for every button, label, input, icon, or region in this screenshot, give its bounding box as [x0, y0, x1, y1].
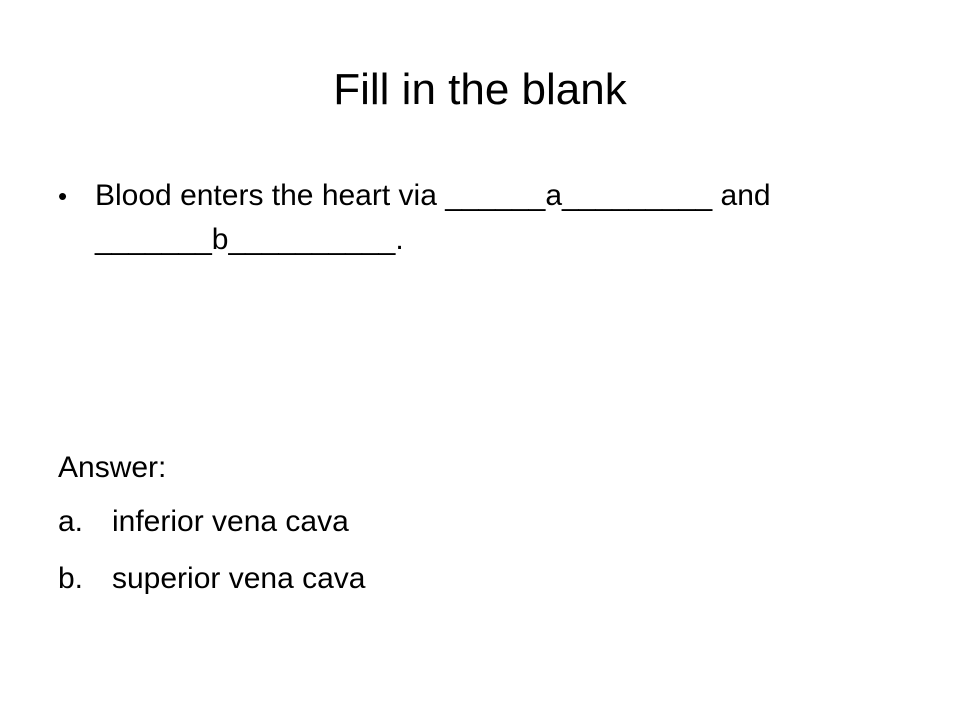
- slide-title: Fill in the blank: [333, 65, 627, 114]
- answer-block: Answer: a. inferior vena cava b. superio…: [58, 443, 918, 607]
- answer-heading: Answer:: [58, 451, 167, 484]
- bullet-item: • Blood enters the heart via ______a____…: [58, 174, 918, 262]
- answer-item-b: b. superior vena cava: [58, 550, 918, 607]
- answer-text-a: inferior vena cava: [112, 505, 349, 538]
- answer-item-a: a. inferior vena cava: [58, 493, 918, 550]
- bullet-text: Blood enters the heart via ______a______…: [95, 179, 771, 256]
- bullet-icon: •: [58, 181, 68, 211]
- bullet-list: • Blood enters the heart via ______a____…: [58, 174, 918, 262]
- answer-marker-b: b.: [58, 562, 84, 595]
- answer-marker-a: a.: [58, 505, 84, 538]
- answer-text-b: superior vena cava: [112, 562, 366, 595]
- answer-list: a. inferior vena cava b. superior vena c…: [58, 493, 918, 607]
